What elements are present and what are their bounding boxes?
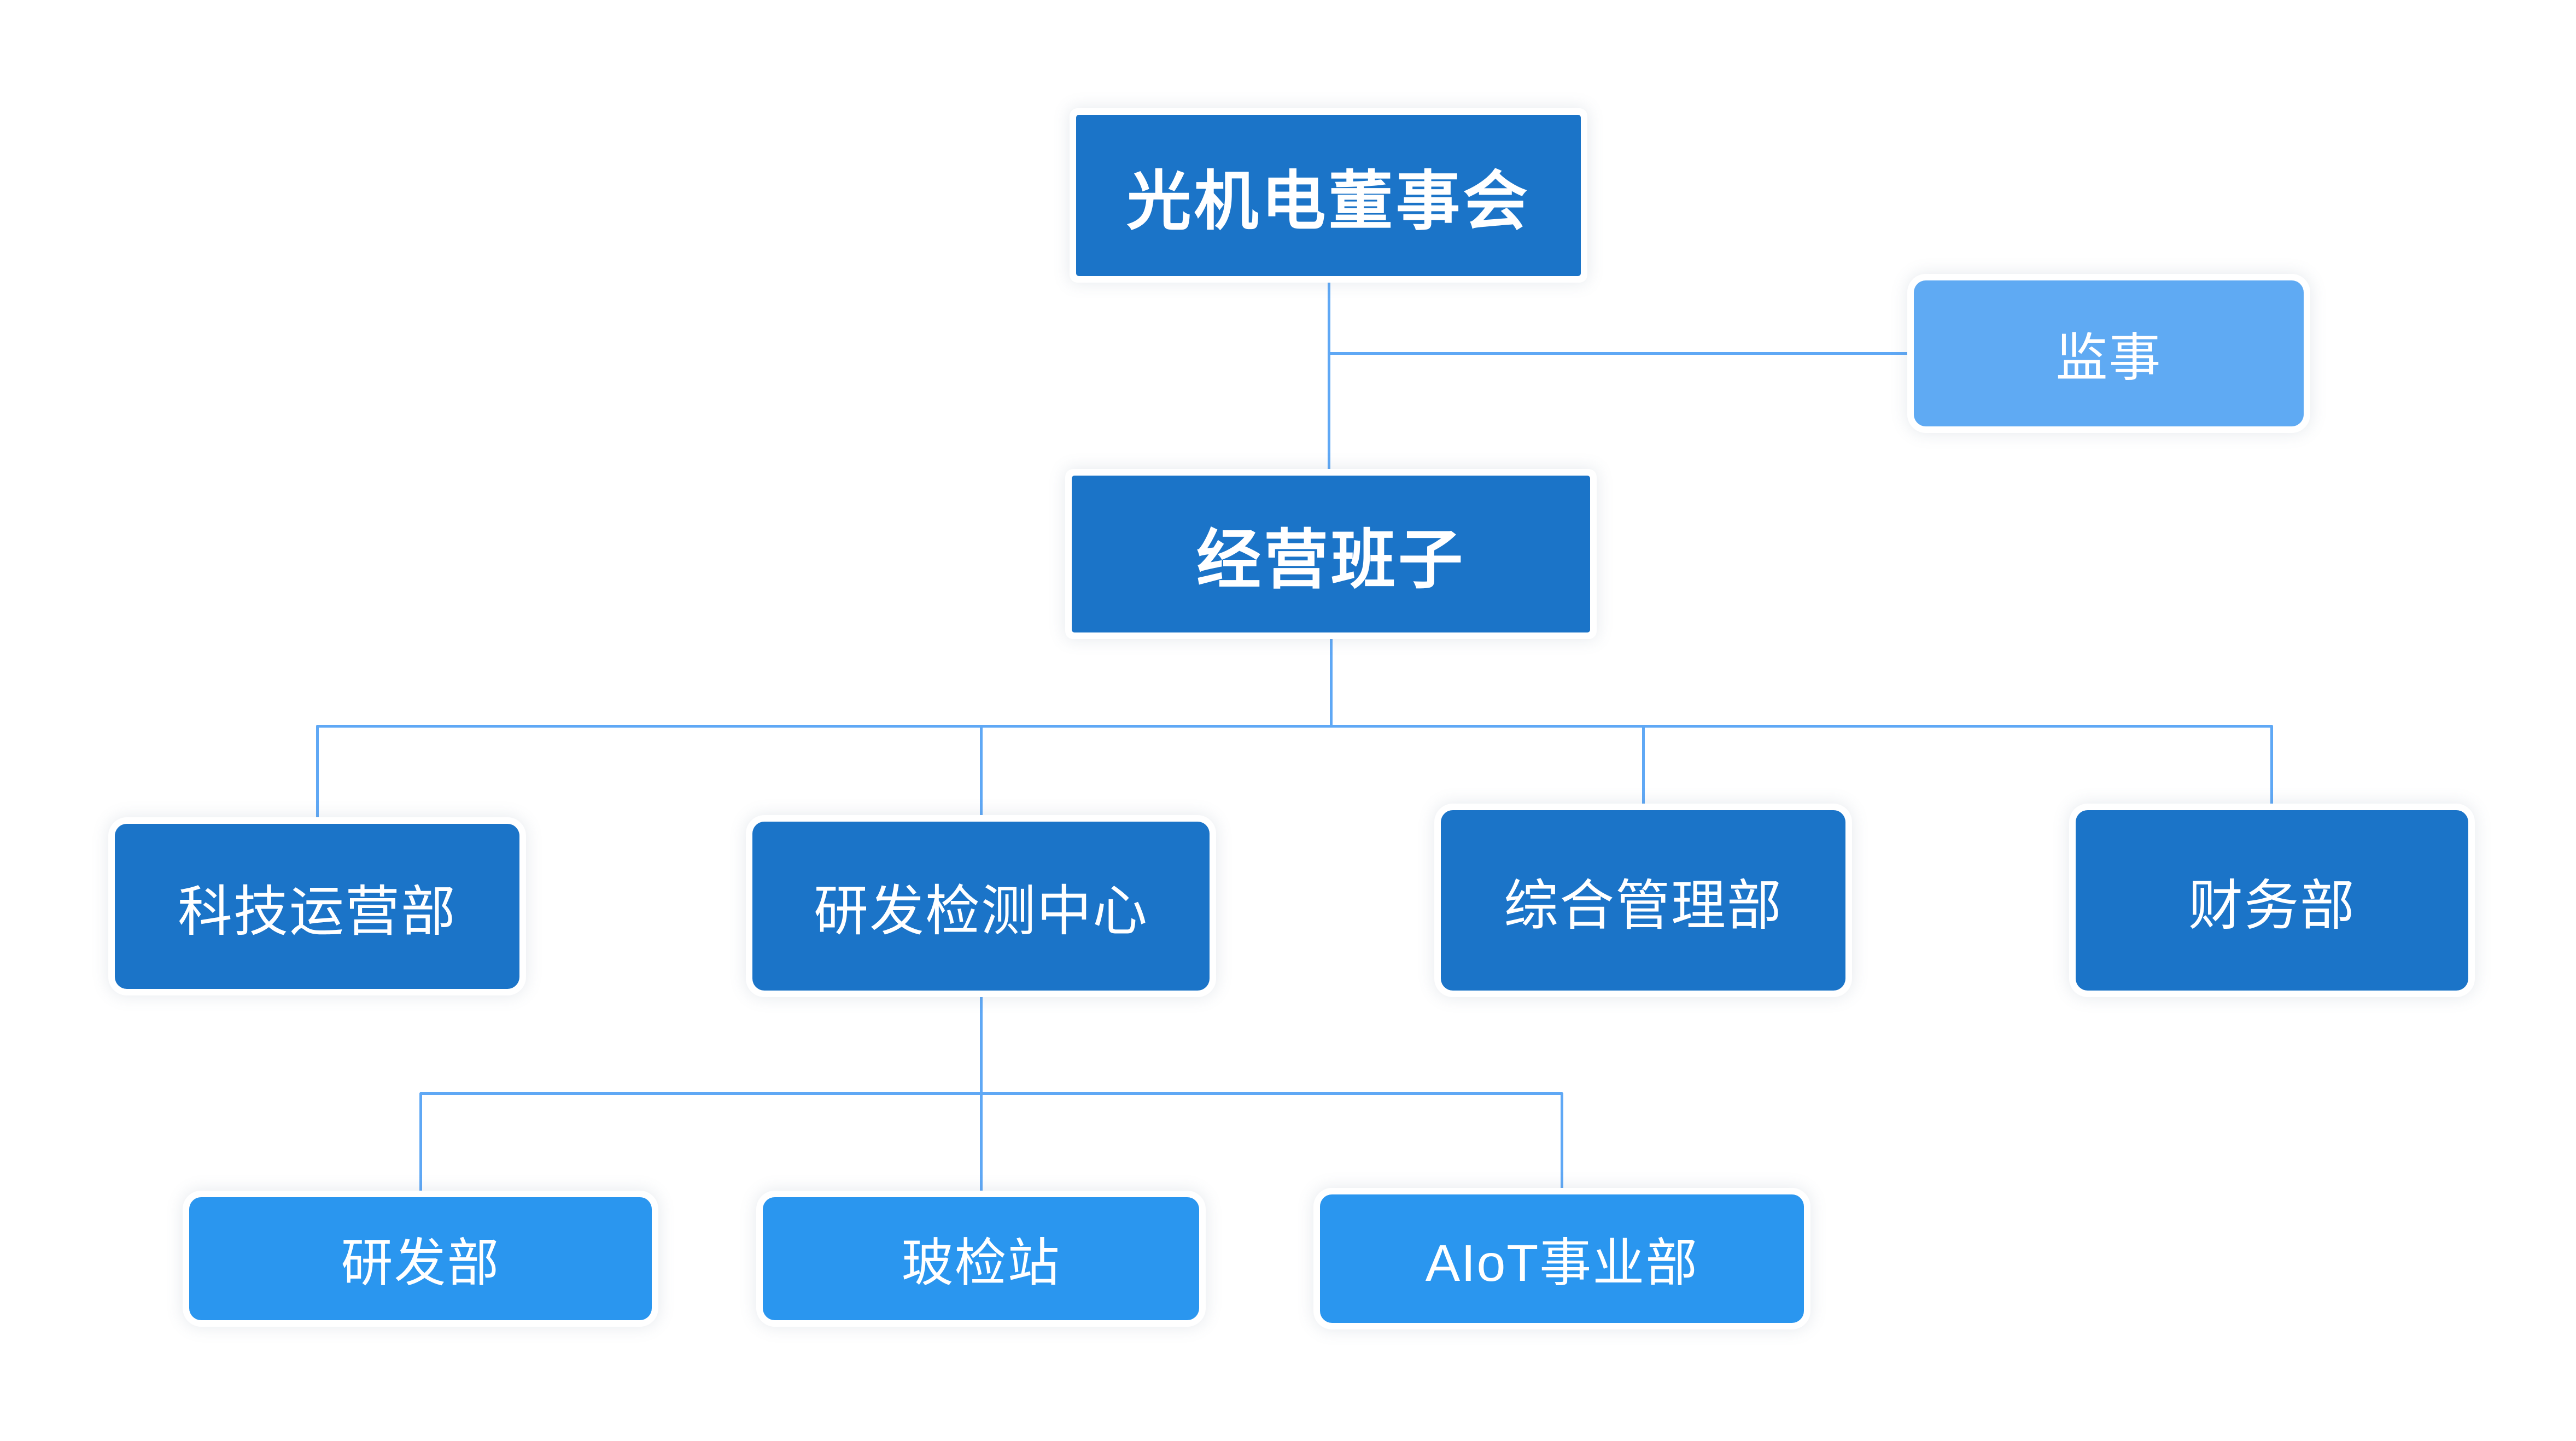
connector-departments-bus (316, 725, 2273, 728)
node-rd-testing-center[interactable]: 研发检测中心 (752, 822, 1210, 991)
connector-drop-rd-dept (419, 1092, 422, 1197)
connector-drop-aiot (1561, 1092, 1563, 1194)
connector-drop-glass (980, 1092, 983, 1197)
node-aiot-business-unit[interactable]: AIoT事业部 (1320, 1194, 1804, 1323)
node-board-of-directors[interactable]: 光机电董事会 (1076, 115, 1581, 276)
node-glass-inspection-station[interactable]: 玻检站 (763, 1197, 1199, 1320)
connector-board-management (1328, 276, 1330, 477)
node-supervisor[interactable]: 监事 (1914, 280, 2304, 426)
node-general-management-dept[interactable]: 综合管理部 (1441, 810, 1845, 991)
node-rd-dept[interactable]: 研发部 (189, 1197, 652, 1320)
connector-management-bus (1330, 632, 1333, 726)
connector-rd-center-bus (980, 991, 983, 1093)
connector-drop-rd-center (980, 725, 983, 822)
node-management-team[interactable]: 经营班子 (1072, 476, 1590, 632)
connector-drop-general-mgmt (1642, 725, 1645, 810)
connector-board-supervisor (1328, 352, 1917, 355)
connector-drop-finance (2270, 725, 2273, 810)
connector-rd-children-bus (419, 1092, 1563, 1095)
connector-drop-tech-ops (316, 725, 319, 824)
node-tech-operations-dept[interactable]: 科技运营部 (115, 824, 519, 989)
node-finance-dept[interactable]: 财务部 (2076, 810, 2468, 991)
